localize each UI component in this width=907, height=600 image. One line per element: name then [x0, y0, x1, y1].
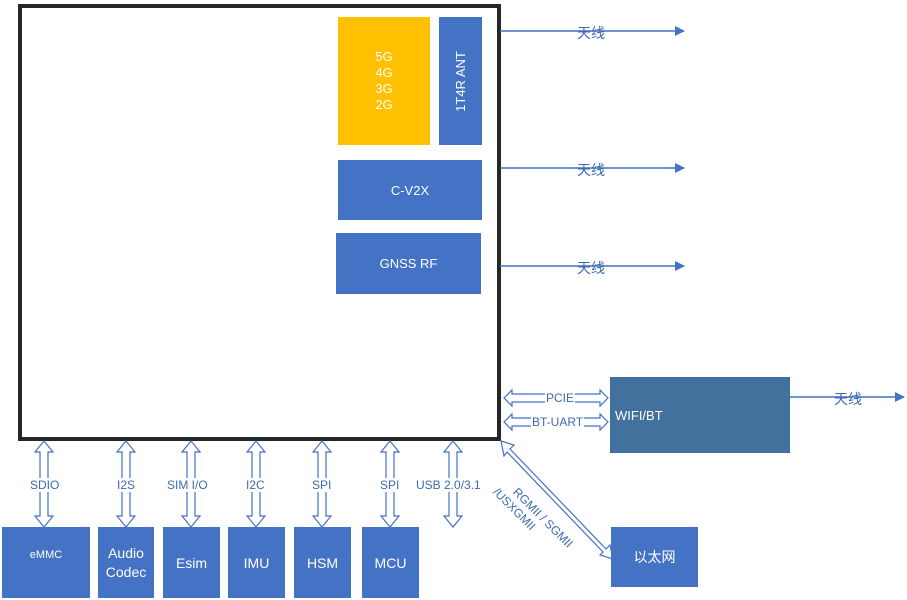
imu-box: IMU [228, 527, 285, 598]
antenna-label-2: 天线 [577, 162, 605, 178]
usb-label: USB 2.0/3.1 [416, 478, 481, 492]
antenna-label-1: 天线 [577, 25, 605, 41]
gnss-rf-box: GNSS RF [336, 233, 481, 294]
i2c-label: I2C [246, 478, 265, 492]
mcu-box: MCU [362, 527, 419, 598]
band-2g: 2G [375, 97, 393, 112]
cv2x-box: C-V2X [338, 160, 482, 220]
antenna-label-3: 天线 [577, 260, 605, 276]
pcie-label: PCIE [545, 391, 576, 405]
cellular-bands-box: 5G 4G 3G 2G [338, 17, 430, 145]
spi-hsm-label: SPI [312, 478, 332, 492]
audio-codec-line-2: Codec [105, 563, 147, 580]
bt-uart-label: BT-UART [531, 415, 585, 429]
esim-box: Esim [163, 527, 220, 598]
hsm-box: HSM [294, 527, 351, 598]
spi-mcu-label: SPI [380, 478, 400, 492]
audio-codec-line-1: Audio [108, 544, 144, 561]
sim-io-label: SIM I/O [167, 478, 208, 492]
emmc-box: eMMC [2, 527, 90, 598]
band-5g: 5G [375, 49, 393, 64]
band-3g: 3G [375, 81, 393, 96]
ant-module-box: 1T4R ANT [439, 17, 482, 145]
sdio-label: SDIO [30, 478, 60, 492]
wifi-bt-box: WIFI/BT [610, 377, 790, 453]
ethernet-box: 以太网 [611, 527, 698, 587]
i2s-label: I2S [117, 478, 136, 492]
audio-codec-box: Audio Codec [98, 527, 154, 598]
band-4g: 4G [375, 65, 393, 80]
antenna-label-4: 天线 [834, 391, 862, 407]
